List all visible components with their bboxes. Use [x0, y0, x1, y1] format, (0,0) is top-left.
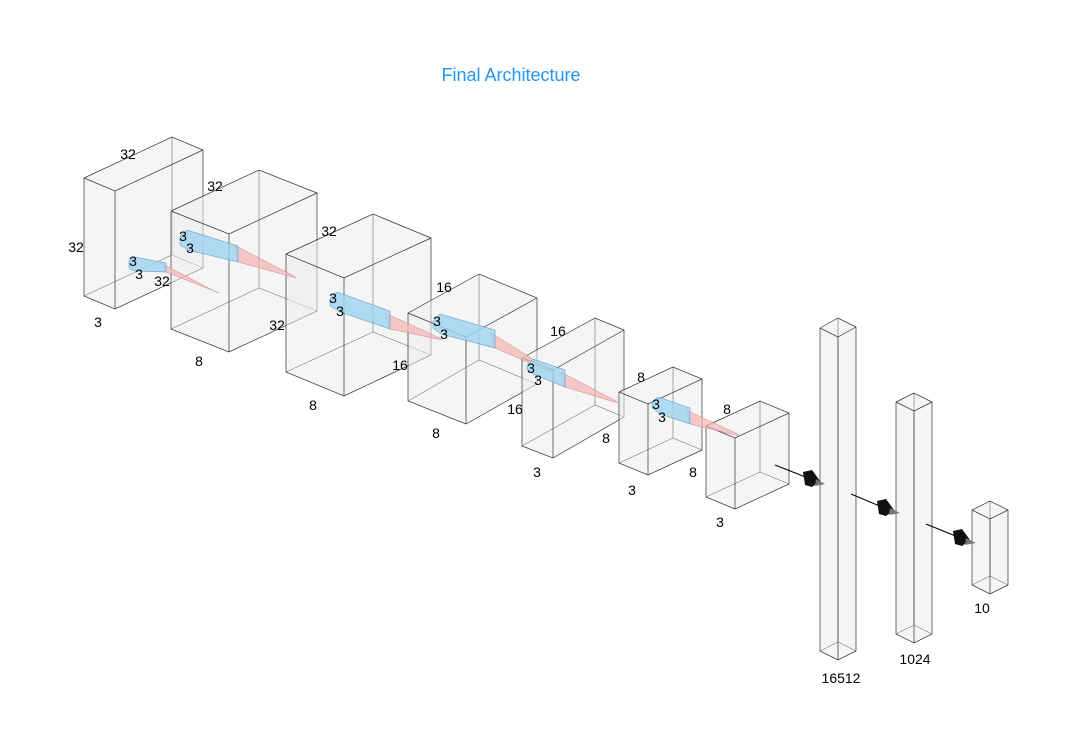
layer-3-height-label: 16 — [392, 357, 408, 373]
layer-6-width-label: 3 — [628, 482, 636, 498]
kernel-2-label-a: 3 — [179, 228, 187, 244]
layer-1-height-label: 32 — [68, 239, 84, 255]
kernel-1-label-a: 3 — [129, 253, 137, 269]
kernel-projection-3: 3 3 — [329, 290, 443, 341]
dense-3-size-label: 10 — [974, 600, 990, 616]
kernel-projection-2: 3 3 — [179, 228, 297, 279]
kernel-4-label-b: 3 — [440, 326, 448, 342]
layer-4-width-label: 8 — [432, 425, 440, 441]
arrow-2 — [850, 493, 900, 516]
dense-layer-2: 1024 — [895, 392, 933, 667]
layer-3-width-label: 8 — [309, 397, 317, 413]
layer-6-depth-label: 8 — [637, 369, 645, 385]
kernel-6-label-a: 3 — [652, 396, 660, 412]
layer-1-extra-label: 32 — [154, 273, 170, 289]
layer-7-depth-label: 8 — [723, 401, 731, 417]
layer-4-height-label: 16 — [507, 401, 523, 417]
layer-1-depth-label: 32 — [120, 146, 136, 162]
layer-4-depth-label: 16 — [436, 279, 452, 295]
conv-layer-6: 8 8 3 — [618, 366, 703, 498]
kernel-projection-6: 3 3 — [651, 396, 741, 437]
dense-layer-3: 10 — [971, 500, 1009, 616]
kernel-2-label-b: 3 — [186, 240, 194, 256]
kernel-3-label-a: 3 — [329, 290, 337, 306]
layer-1-width-label: 3 — [94, 314, 102, 330]
layer-5-depth-label: 16 — [550, 323, 566, 339]
layer-2-width-label: 8 — [195, 353, 203, 369]
kernel-5-label-b: 3 — [534, 372, 542, 388]
layer-3-depth-label: 32 — [321, 223, 337, 239]
arrow-3 — [925, 523, 976, 546]
kernel-3-label-b: 3 — [336, 303, 344, 319]
conv-layer-4: 16 16 8 — [407, 273, 538, 441]
diagram-title: Final Architecture — [441, 65, 580, 85]
layer-6-height-label: 8 — [689, 464, 697, 480]
conv-layer-7: 8 3 — [705, 400, 790, 530]
layer-7-width-label: 3 — [716, 514, 724, 530]
arrow-1 — [774, 464, 825, 487]
dense-2-size-label: 1024 — [899, 651, 930, 667]
kernel-5-label-a: 3 — [527, 360, 535, 376]
kernel-projection-5: 3 3 — [526, 358, 619, 404]
layer-5-height-label: 8 — [602, 430, 610, 446]
dense-1-size-label: 16512 — [822, 670, 861, 686]
kernel-4-label-a: 3 — [433, 313, 441, 329]
layer-2-height-label: 32 — [269, 317, 285, 333]
layer-5-width-label: 3 — [533, 464, 541, 480]
kernel-projection-1: 3 3 32 — [128, 253, 220, 294]
kernel-6-label-b: 3 — [658, 409, 666, 425]
layer-2-depth-label: 32 — [207, 178, 223, 194]
dense-layer-1: 16512 — [819, 317, 861, 686]
kernel-1-label-b: 3 — [135, 266, 143, 282]
